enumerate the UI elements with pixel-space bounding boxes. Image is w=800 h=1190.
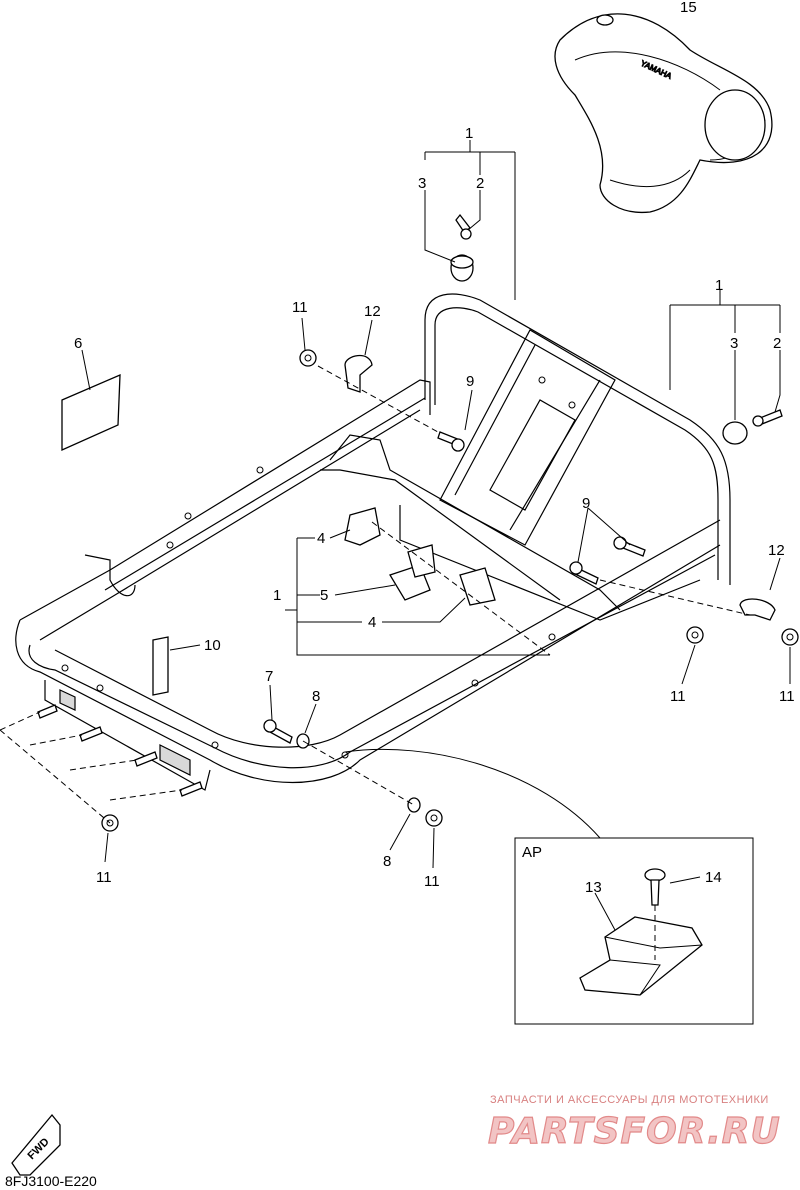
- callout-14: 14: [705, 869, 722, 886]
- callout-6: 6: [74, 335, 82, 352]
- callout-1-top: 1: [465, 125, 473, 142]
- callout-11-a: 11: [292, 299, 308, 316]
- callout-7: 7: [265, 668, 273, 685]
- callout-2-top: 2: [476, 175, 484, 192]
- nut-part-11-a: [299, 349, 317, 367]
- inset-leader-curve: [344, 748, 601, 839]
- strap-part-10: [152, 636, 169, 696]
- callout-10: 10: [204, 637, 221, 654]
- callout-8-a: 8: [312, 688, 320, 705]
- callout-11-b: 11: [670, 688, 686, 705]
- bolt-part-7: [263, 719, 293, 744]
- screw-part-14: [644, 868, 666, 906]
- cover-part-13: [579, 916, 703, 996]
- callout-1-mid: 1: [273, 587, 281, 604]
- nut-part-11-e: [425, 809, 443, 827]
- grip-cover-part-15: YAMAHA: [554, 13, 773, 214]
- rear-carrier-frame: [15, 293, 731, 791]
- rivet-part-2-right: [752, 409, 783, 427]
- callout-1-right: 1: [715, 277, 723, 294]
- callout-5: 5: [320, 587, 328, 604]
- callout-15: 15: [680, 0, 697, 16]
- fwd-arrow-icon: FWD: [11, 1113, 61, 1176]
- inset-ap-label: AP: [522, 844, 542, 861]
- inset-ap: AP: [514, 837, 754, 1025]
- holder-part-4-a: [344, 507, 381, 546]
- clamp-part-12-b: [739, 598, 776, 621]
- callout-2-right: 2: [773, 335, 781, 352]
- callout-3-right: 3: [730, 335, 738, 352]
- leader-lines: [81, 140, 791, 931]
- damper-part-3-top: [450, 254, 474, 282]
- inset-ap-frame: [514, 837, 754, 1025]
- callout-13: 13: [585, 879, 602, 896]
- callout-11-e: 11: [424, 873, 440, 890]
- callout-12-a: 12: [364, 303, 381, 320]
- bolt-part-9-c: [569, 561, 599, 585]
- nut-part-11-b: [686, 626, 704, 644]
- decal-part-6: [61, 373, 121, 452]
- callout-9-b: 9: [582, 495, 590, 512]
- clamp-part-12-a: [344, 354, 373, 393]
- holder-part-4-b: [459, 567, 496, 606]
- callout-9-a: 9: [466, 373, 474, 390]
- callout-3-top: 3: [418, 175, 426, 192]
- holder-part-5: [389, 544, 436, 601]
- callout-4-b: 4: [368, 614, 376, 631]
- watermark-tagline: ЗАПЧАСТИ И АКСЕССУАРЫ ДЛЯ МОТОТЕХНИКИ: [490, 1094, 769, 1106]
- bolt-part-9-b: [613, 536, 646, 557]
- watermark: ЗАПЧАСТИ И АКСЕССУАРЫ ДЛЯ МОТОТЕХНИКИ PA…: [487, 1094, 781, 1153]
- bolt-part-9-a: [437, 431, 465, 452]
- diagram-code: 8FJ3100-E220: [5, 1173, 97, 1189]
- damper-part-3-right: [722, 421, 748, 445]
- watermark-brand: PARTSFOR.RU: [488, 1111, 781, 1152]
- callout-labels: 15 1 3 2 1 3 2 11 12 6 9 9 12 4 1 5 4 10…: [74, 0, 795, 896]
- callout-12-b: 12: [768, 542, 785, 559]
- nut-part-11-c: [781, 628, 799, 646]
- callout-11-d: 11: [96, 869, 112, 886]
- callout-4-a: 4: [317, 530, 325, 547]
- callout-8-b: 8: [383, 853, 391, 870]
- studs: [37, 704, 203, 797]
- rivet-part-2-top: [455, 213, 472, 240]
- alignment-lines: [0, 365, 751, 824]
- callout-11-c: 11: [779, 688, 795, 705]
- washer-part-8-b: [407, 797, 421, 813]
